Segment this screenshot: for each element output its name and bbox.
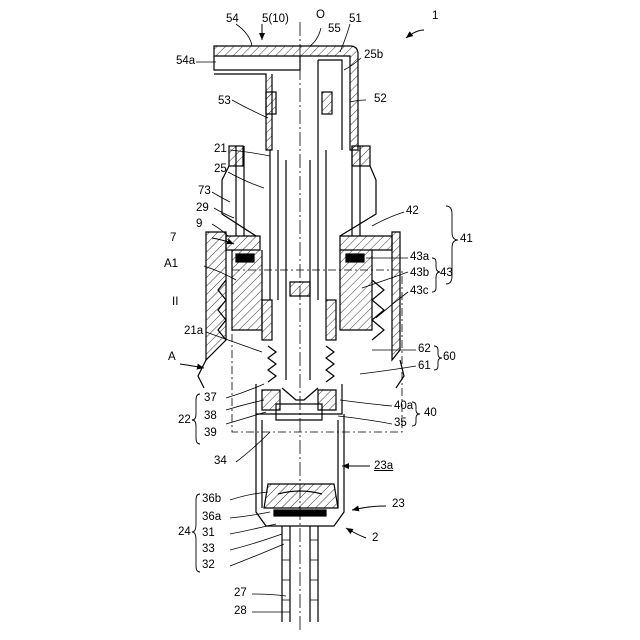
- label-21: 21: [214, 144, 227, 156]
- label-24: 24: [178, 527, 191, 539]
- label-a: A: [168, 352, 176, 364]
- label-23: 23: [392, 499, 405, 511]
- label-1: 1: [432, 11, 438, 23]
- leader-lines: [196, 24, 416, 612]
- bracket-43: [432, 258, 440, 292]
- label-o: O: [316, 10, 325, 22]
- valve-ring-right: [318, 390, 336, 410]
- outer-sleeve-right: [392, 232, 400, 360]
- spring-left: [268, 346, 276, 382]
- label-7: 7: [170, 233, 176, 245]
- label-37: 37: [204, 393, 217, 405]
- inner-seal-right: [326, 300, 336, 340]
- label-29: 29: [196, 203, 209, 215]
- arrow-a: [180, 364, 204, 368]
- spring-right: [326, 346, 334, 382]
- valve-disk: [276, 404, 322, 420]
- label-25: 25: [214, 164, 227, 176]
- label-51: 51: [349, 14, 362, 26]
- label-55: 55: [328, 24, 341, 36]
- label-31: 31: [202, 528, 215, 540]
- label-2: 2: [372, 533, 378, 545]
- label-38: 38: [204, 411, 217, 423]
- label-22: 22: [178, 415, 191, 427]
- label-43a: 43a: [410, 252, 429, 264]
- label-32: 32: [202, 560, 215, 572]
- label-21a: 21a: [184, 326, 203, 338]
- valve-top: [290, 282, 310, 296]
- cap-right-shoulder: [340, 166, 376, 236]
- nozzle-channel: [214, 56, 300, 70]
- label-27: 27: [234, 588, 247, 600]
- label-60: 60: [443, 352, 456, 364]
- label-62: 62: [418, 344, 431, 356]
- seal-43a-left: [236, 254, 254, 262]
- label-5: 5(10): [262, 14, 289, 26]
- cap-left-shoulder: [222, 166, 256, 236]
- label-40: 40: [424, 408, 437, 420]
- label-61: 61: [418, 361, 431, 373]
- label-36a: 36a: [202, 512, 221, 524]
- head-top-wall: [214, 46, 358, 150]
- label-73: 73: [198, 186, 211, 198]
- tube-hatch-left: [282, 540, 290, 600]
- label-53: 53: [218, 96, 231, 108]
- label-ii: II: [172, 297, 178, 309]
- label-41: 41: [460, 234, 473, 246]
- label-42: 42: [406, 206, 419, 218]
- seal-43a-right: [346, 254, 364, 262]
- skirt-right: [396, 360, 404, 388]
- tube-hatch-right: [310, 540, 318, 600]
- label-23a: 23a: [374, 461, 393, 473]
- label-43: 43: [440, 268, 453, 280]
- arrow-2: [346, 528, 366, 538]
- bracket-22: [192, 394, 200, 444]
- label-54a: 54a: [176, 56, 195, 68]
- bracket-24: [192, 494, 200, 572]
- cap-left-rim: [229, 146, 243, 166]
- label-54: 54: [226, 14, 239, 26]
- stem-right: [318, 150, 326, 300]
- bracket-60: [434, 346, 442, 370]
- label-43c: 43c: [410, 286, 429, 298]
- nozzle-lower-wall: [214, 74, 272, 150]
- cap-right-rim: [352, 146, 370, 166]
- label-35: 35: [394, 418, 407, 430]
- label-36b: 36b: [202, 494, 221, 506]
- label-40a: 40a: [394, 401, 413, 413]
- label-25b: 25b: [364, 50, 383, 62]
- head-seal: [322, 92, 332, 114]
- arrow-23: [352, 506, 386, 510]
- valve-ring-left: [262, 390, 280, 410]
- suction-seat: [274, 510, 326, 516]
- label-39: 39: [204, 428, 217, 440]
- bracket-40: [412, 402, 420, 426]
- inner-seal-left: [262, 300, 272, 340]
- arrow-1: [406, 30, 424, 38]
- label-9: 9: [196, 219, 202, 231]
- stem-left: [270, 150, 278, 300]
- skirt-left: [198, 360, 206, 388]
- label-33: 33: [202, 544, 215, 556]
- label-a1: A1: [164, 259, 178, 271]
- suction-valve-body: [264, 484, 338, 508]
- label-43b: 43b: [410, 268, 429, 280]
- housing-right-top: [340, 236, 392, 250]
- label-28: 28: [234, 606, 247, 618]
- head-seal-left: [266, 92, 276, 114]
- label-52: 52: [374, 94, 387, 106]
- ribs-right: [372, 280, 384, 340]
- label-34: 34: [214, 456, 227, 468]
